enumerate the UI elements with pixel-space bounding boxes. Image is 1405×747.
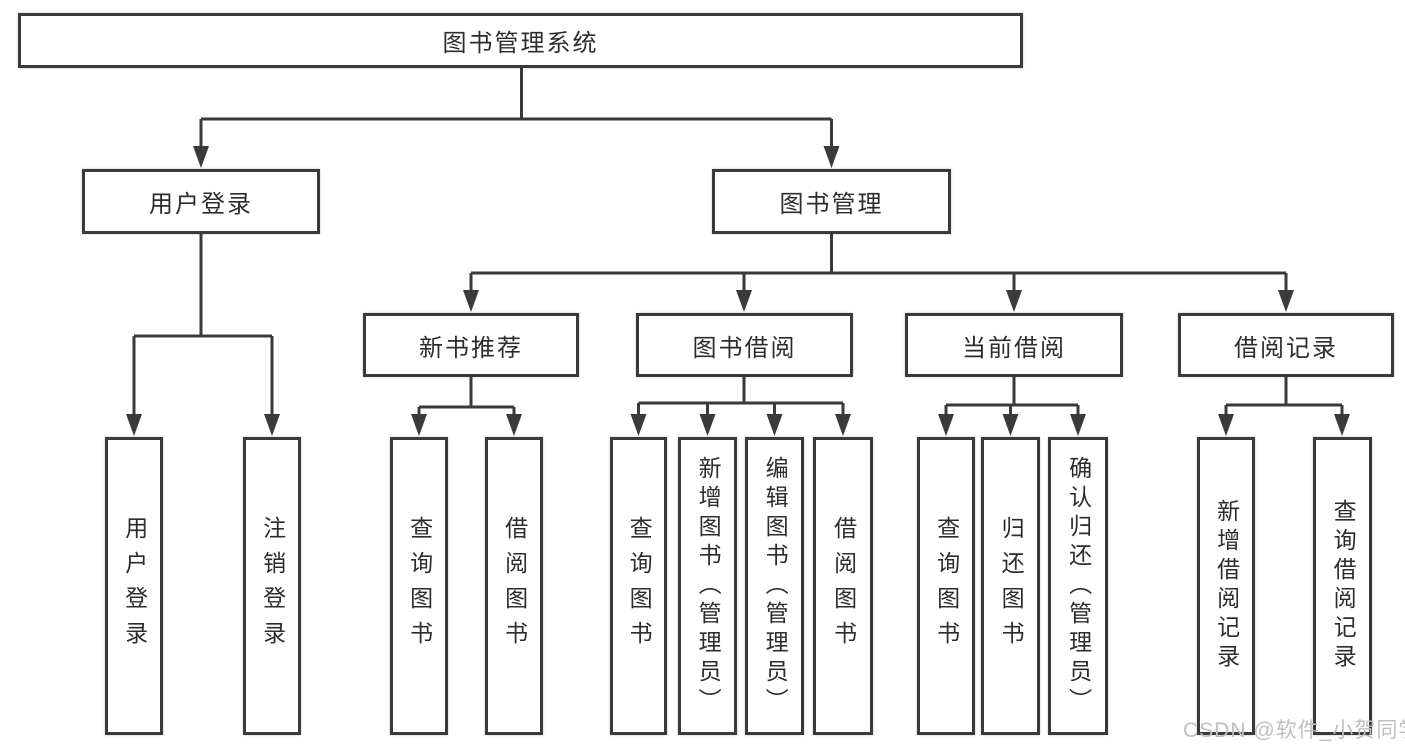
node-book-borrowing-label: 图书借阅 xyxy=(692,334,797,362)
node-user-login-label: 用户登录 xyxy=(149,191,253,218)
node-book-mgmt: 图书管理 xyxy=(712,169,951,234)
arrow-down-icon xyxy=(1278,290,1294,312)
leaf-query-books-borrow-label: 查询图书 xyxy=(626,516,653,656)
arrow-down-icon xyxy=(1218,414,1234,436)
connector-new-book-rec-children xyxy=(411,377,522,436)
leaf-add-book-admin: 新增图书（管理员） xyxy=(678,437,737,735)
node-new-book-rec: 新书推荐 xyxy=(363,313,579,377)
arrow-down-icon xyxy=(630,414,647,436)
arrow-down-icon xyxy=(411,414,427,436)
arrow-down-icon xyxy=(126,414,142,436)
leaf-confirm-return-admin: 确认归还（管理员） xyxy=(1048,437,1108,735)
leaf-logout: 注销登录 xyxy=(243,437,301,735)
connector-user-login-children xyxy=(126,234,280,436)
arrow-down-icon xyxy=(766,414,783,436)
leaf-borrow-books-rec-label: 借阅图书 xyxy=(501,516,528,656)
node-book-borrowing: 图书借阅 xyxy=(636,313,853,377)
arrow-down-icon xyxy=(1070,414,1086,436)
arrow-down-icon xyxy=(264,414,280,436)
leaf-confirm-return-admin-label: 确认归还（管理员） xyxy=(1065,455,1092,717)
leaf-query-books-current-label: 查询图书 xyxy=(933,516,960,656)
leaf-user-login-label: 用户登录 xyxy=(121,516,148,656)
arrow-down-icon xyxy=(1002,414,1019,436)
leaf-user-login: 用户登录 xyxy=(105,437,163,735)
node-root-label: 图书管理系统 xyxy=(442,30,599,57)
leaf-logout-label: 注销登录 xyxy=(259,516,286,656)
csdn-watermark: CSDN @软件_小贺同学 xyxy=(1183,719,1405,742)
leaf-add-book-admin-label: 新增图书（管理员） xyxy=(695,455,722,717)
leaf-add-borrow-record: 新增借阅记录 xyxy=(1197,437,1255,735)
connector-current-borrowing-children xyxy=(938,377,1086,436)
connector-book-borrowing-children xyxy=(630,377,851,436)
connector-root-to-level2 xyxy=(193,68,840,168)
leaf-add-borrow-record-label: 新增借阅记录 xyxy=(1213,499,1240,673)
leaf-borrow-books-rec: 借阅图书 xyxy=(485,437,543,735)
leaf-return-books-label: 归还图书 xyxy=(998,516,1025,656)
leaf-borrow-books-label: 借阅图书 xyxy=(830,516,857,656)
arrow-down-icon xyxy=(835,414,851,436)
leaf-query-books-borrow: 查询图书 xyxy=(610,437,667,735)
arrow-down-icon xyxy=(736,290,752,312)
leaf-query-books-rec: 查询图书 xyxy=(390,437,448,735)
leaf-edit-book-admin: 编辑图书（管理员） xyxy=(745,437,804,735)
node-user-login: 用户登录 xyxy=(82,169,320,234)
connector-book-mgmt-children xyxy=(463,234,1294,312)
leaf-return-books: 归还图书 xyxy=(981,437,1040,735)
arrow-down-icon xyxy=(699,414,716,436)
node-new-book-rec-label: 新书推荐 xyxy=(419,334,523,362)
node-root: 图书管理系统 xyxy=(18,13,1023,68)
leaf-query-borrow-record-label: 查询借阅记录 xyxy=(1330,499,1357,673)
node-current-borrowing: 当前借阅 xyxy=(905,313,1123,377)
arrow-down-icon xyxy=(938,414,954,436)
node-borrowing-records: 借阅记录 xyxy=(1178,313,1394,377)
arrow-down-icon xyxy=(463,290,479,312)
leaf-query-borrow-record: 查询借阅记录 xyxy=(1313,437,1372,735)
arrow-down-icon xyxy=(506,414,522,436)
node-book-mgmt-label: 图书管理 xyxy=(779,191,884,218)
arrow-down-icon xyxy=(1006,290,1022,312)
arrow-down-icon xyxy=(823,146,840,168)
node-current-borrowing-label: 当前借阅 xyxy=(962,334,1066,362)
leaf-edit-book-admin-label: 编辑图书（管理员） xyxy=(762,455,789,717)
leaf-borrow-books: 借阅图书 xyxy=(813,437,873,735)
arrow-down-icon xyxy=(1334,414,1350,436)
node-borrowing-records-label: 借阅记录 xyxy=(1234,334,1338,362)
connector-borrowing-records-children xyxy=(1218,377,1350,436)
arrow-down-icon xyxy=(193,146,209,168)
leaf-query-books-rec-label: 查询图书 xyxy=(406,516,433,656)
leaf-query-books-current: 查询图书 xyxy=(917,437,975,735)
